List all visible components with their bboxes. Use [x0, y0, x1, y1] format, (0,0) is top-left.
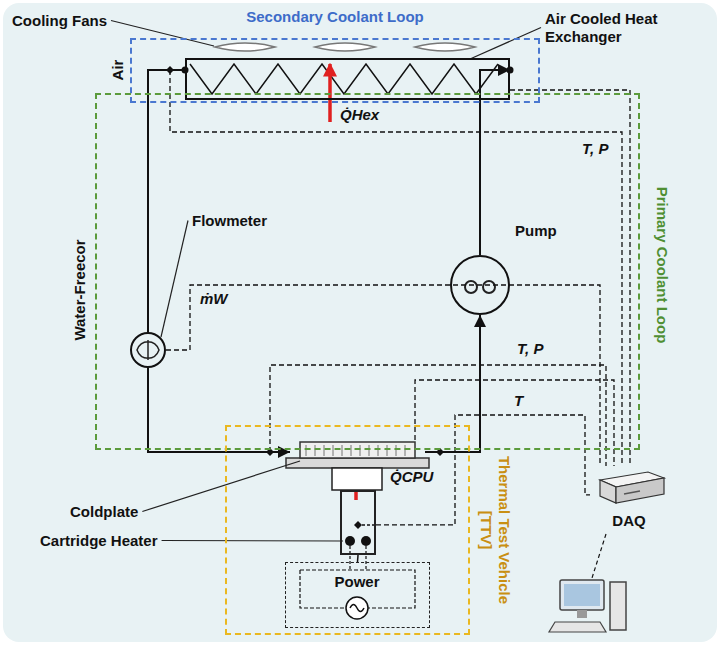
- heat-flow-label: Q̇CPU: [390, 468, 433, 486]
- computer-monitor: [560, 580, 604, 610]
- fan-blade: [315, 43, 375, 51]
- coolant-pipe: [148, 368, 290, 452]
- ac-source: [346, 597, 368, 619]
- pump-impeller: [483, 281, 495, 293]
- fin-stroke: [315, 445, 316, 456]
- computer-screen: [564, 584, 600, 606]
- power-lead: [357, 555, 359, 562]
- coldplate-fins: [306, 445, 405, 456]
- leader-line: [162, 540, 343, 542]
- cartridge-heater: Cartridge Heater: [340, 490, 376, 555]
- leader-line: [142, 461, 300, 512]
- leader-line: [111, 21, 214, 47]
- region-heading: Secondary Coolant Loop: [160, 8, 510, 26]
- coolant-pipe: [148, 70, 185, 332]
- leader-line: [470, 28, 541, 60]
- coolant-label: Water-Freecor: [71, 239, 89, 340]
- fin-stroke: [396, 445, 397, 456]
- coil-stroke: [190, 64, 498, 94]
- daq-led: [624, 491, 640, 494]
- part-label: DAQ: [590, 512, 668, 530]
- daq-unit: DAQ: [590, 466, 668, 534]
- test-vehicle-region: ColdplateCartridge HeaterPowerThermal Te…: [225, 425, 470, 635]
- medium-label: Air: [109, 60, 127, 81]
- pump-impeller: [465, 281, 477, 293]
- region-heading: Primary Coolant Loop: [653, 187, 671, 344]
- fin-stroke: [387, 445, 388, 456]
- fin-stroke: [306, 445, 307, 456]
- thermocouple-lead: [362, 524, 376, 525]
- part-label: Pump: [515, 222, 575, 240]
- coldplate: Coldplate: [290, 440, 425, 468]
- power-supply: Power: [285, 562, 430, 628]
- sensor-wire: [166, 285, 600, 466]
- daq-box: [600, 480, 616, 503]
- computer-stand: [577, 610, 587, 618]
- sensor-wire: [510, 90, 630, 466]
- coldplate-body: [300, 442, 415, 458]
- signal-label: T, P: [580, 140, 610, 158]
- part-label: Flowmeter: [192, 212, 282, 230]
- heater-stem: [332, 468, 382, 490]
- fin-stroke: [405, 445, 406, 456]
- part-label: Cooling Fans: [12, 12, 124, 30]
- daq-cable: [592, 534, 606, 578]
- sensor-wire: [376, 415, 590, 525]
- leader-line: [161, 221, 188, 338]
- leader-lines: [111, 21, 541, 542]
- fin-stroke: [333, 445, 334, 456]
- part-label: Cartridge Heater: [40, 532, 180, 550]
- fin-stroke: [324, 445, 325, 456]
- loop-region: FlowmeterPumpPrimary Coolant Loop: [95, 93, 640, 450]
- sensor-wire: [415, 380, 614, 466]
- thermocouple: [354, 521, 362, 529]
- power-wire: [350, 546, 366, 570]
- part-label: Air Cooled Heat Exchanger: [545, 10, 665, 46]
- fan-blade: [215, 43, 275, 51]
- fin-stroke: [342, 445, 343, 456]
- cooling-fans: Cooling Fans: [210, 40, 480, 54]
- connectors: [148, 70, 630, 562]
- daq-box: [616, 478, 664, 503]
- ac-source-wave: [350, 605, 364, 612]
- computer-tower: [610, 582, 626, 630]
- flowmeter-symbol: [137, 340, 159, 360]
- fin-stroke: [351, 445, 352, 456]
- heat-exchanger-coil: [190, 64, 498, 94]
- region-heading: Thermal Test Vehicle [TTV]: [477, 444, 513, 616]
- fin-stroke: [378, 445, 379, 456]
- heater-terminal: [345, 536, 355, 546]
- signal-label: T, P: [515, 340, 545, 358]
- sensor-wire: [170, 70, 622, 466]
- fan-blade: [415, 43, 475, 51]
- coolant-pipe: [480, 70, 510, 255]
- coolant-pipe: [425, 315, 480, 452]
- heat-flow-label: Q̇Hex: [340, 106, 379, 124]
- computer-keyboard: [549, 622, 606, 632]
- flowmeter: Flowmeter: [130, 332, 166, 368]
- pump: Pump: [450, 255, 510, 315]
- heater-terminal: [361, 536, 371, 546]
- part-label: Coldplate: [70, 503, 162, 521]
- part-label: Power: [285, 573, 430, 591]
- fin-stroke: [360, 445, 361, 456]
- signal-label: T: [512, 392, 525, 410]
- fin-stroke: [369, 445, 370, 456]
- signal-label: ṁW: [198, 290, 230, 308]
- coldplate-flange: [286, 458, 429, 468]
